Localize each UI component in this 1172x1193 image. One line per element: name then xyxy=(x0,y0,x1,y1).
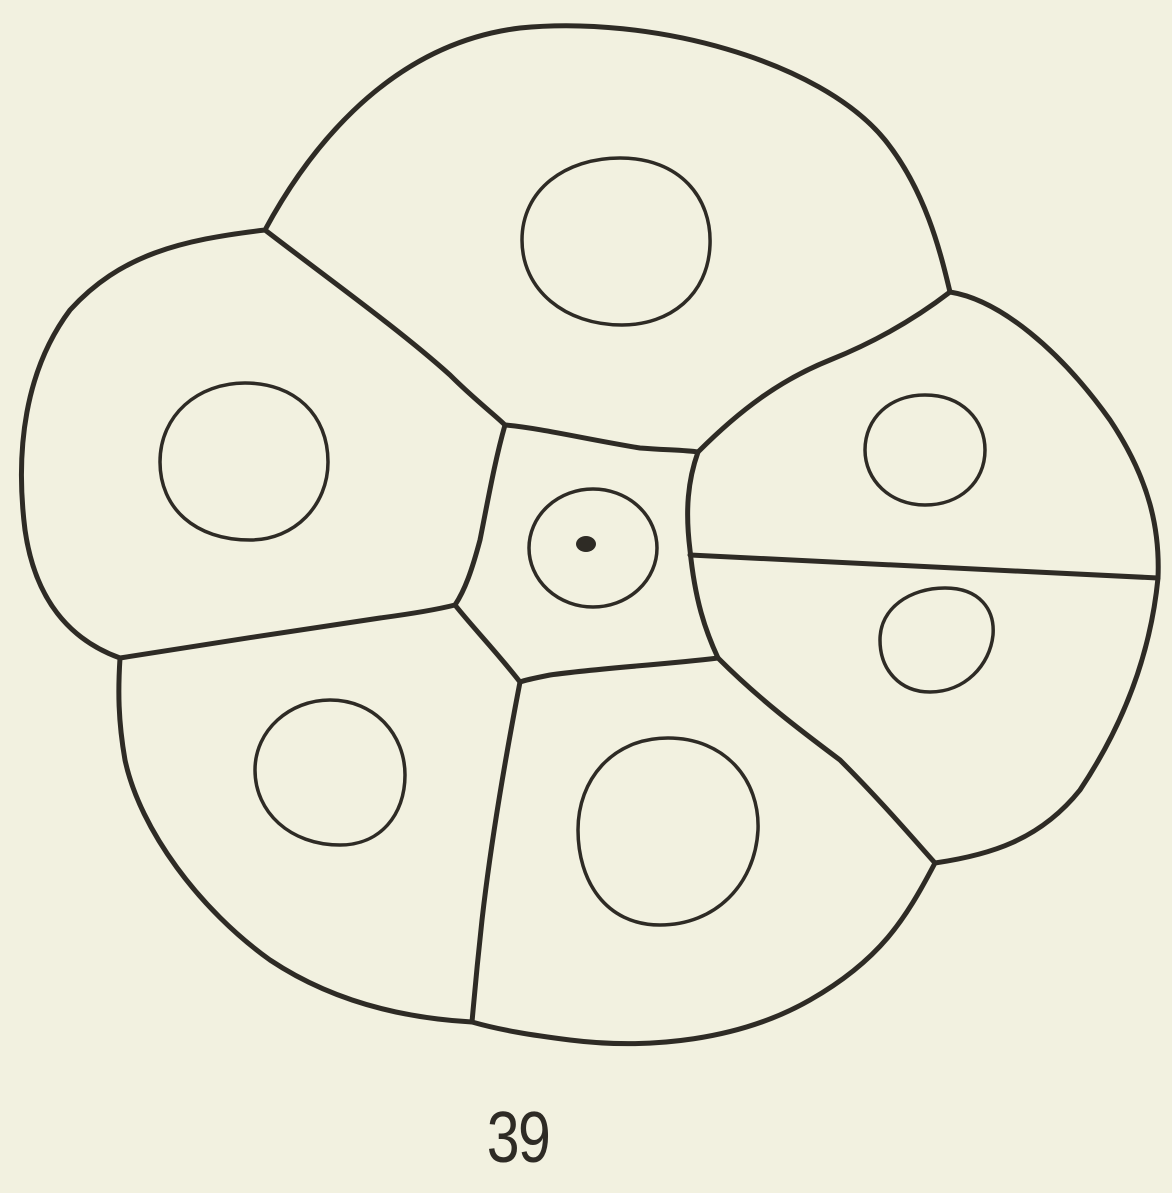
nucleus-left xyxy=(160,383,328,540)
wall-right-split xyxy=(690,555,1158,578)
wall-top-right xyxy=(698,292,950,452)
nuclei xyxy=(160,158,993,925)
wall-center-lower-left xyxy=(455,605,520,682)
wall-center-top xyxy=(505,425,698,452)
wall-center-left xyxy=(455,425,505,605)
wall-bottom-right xyxy=(718,658,935,863)
nucleus-upper-right xyxy=(865,395,985,505)
nucleus-top xyxy=(522,158,710,325)
nucleus-lower-left xyxy=(255,700,405,845)
wall-center-bottom xyxy=(520,658,718,682)
nucleus-bottom xyxy=(578,738,758,925)
outer-cell-wall xyxy=(21,26,1158,1044)
wall-bottom xyxy=(472,682,520,1022)
wall-top-left xyxy=(265,230,505,425)
nucleus-lower-right xyxy=(880,588,993,692)
nucleolus-center xyxy=(576,536,596,552)
internal-cell-walls xyxy=(120,230,1158,1022)
wall-left xyxy=(120,605,455,658)
figure-number: 39 xyxy=(93,1098,943,1178)
